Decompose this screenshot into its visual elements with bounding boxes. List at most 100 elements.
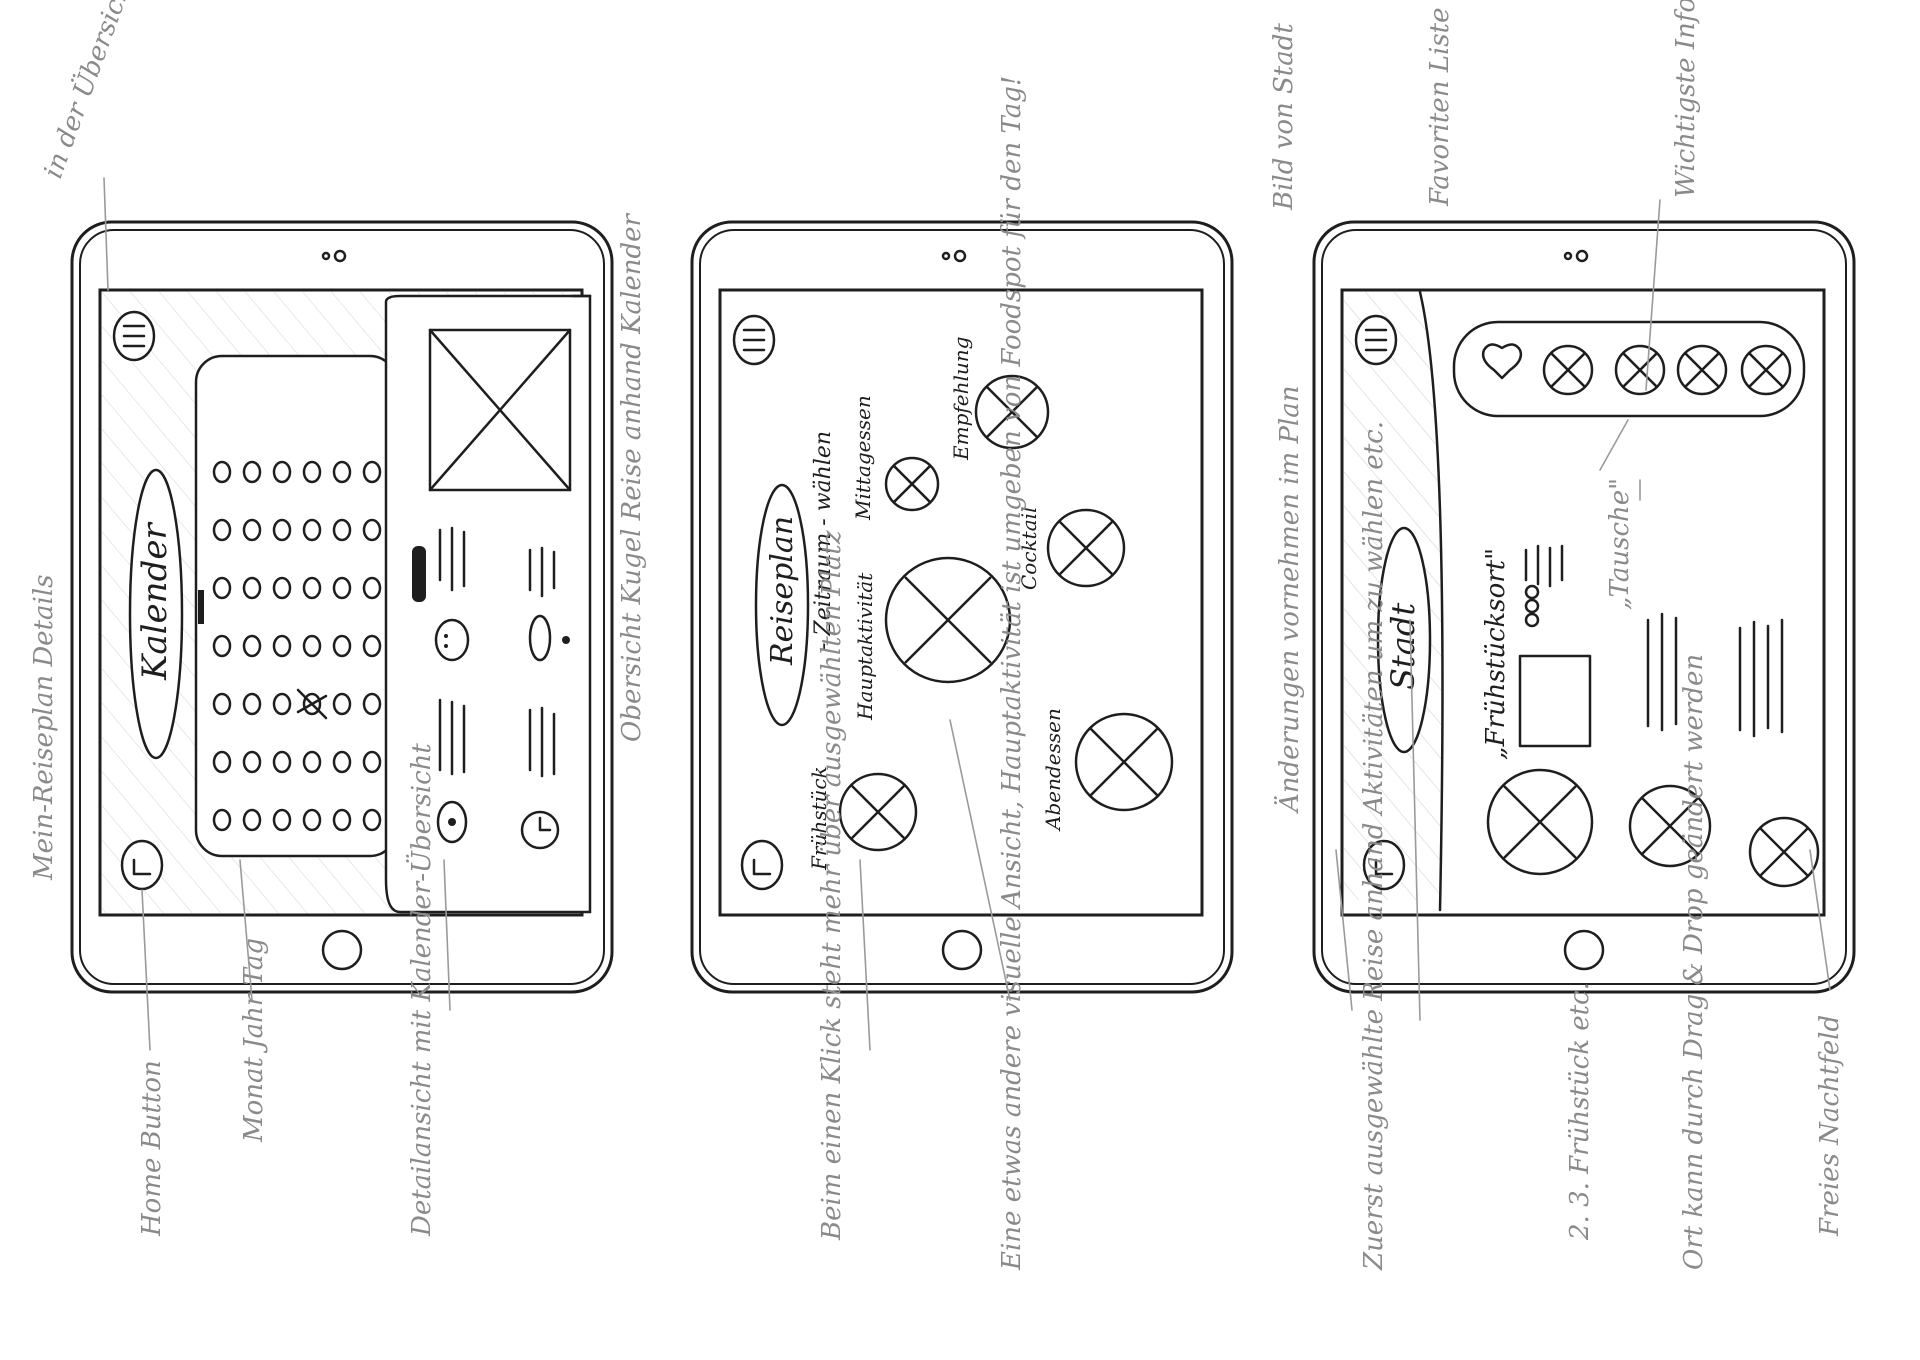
spot-3[interactable]: [884, 456, 940, 512]
calendar-day[interactable]: [362, 692, 382, 716]
calendar-day[interactable]: [212, 460, 232, 484]
favorites-bar: [1452, 320, 1806, 418]
spot-4[interactable]: [974, 374, 1050, 450]
calendar-day[interactable]: [242, 634, 262, 658]
hardware-home-button[interactable]: [1563, 929, 1605, 971]
favorite-item-1[interactable]: [1542, 344, 1594, 396]
annotation-first: Zuerst ausgewählte Reise anhand Aktivitä…: [1359, 421, 1389, 1271]
calendar-day[interactable]: [272, 460, 292, 484]
calendar-card: [194, 354, 398, 858]
calendar-day[interactable]: [242, 518, 262, 542]
camera-icon: [321, 251, 331, 261]
spot-6[interactable]: [1074, 712, 1174, 812]
annotation-date: Monat Jahr Tag: [239, 938, 269, 1143]
pin-icon: [436, 800, 468, 844]
home-button[interactable]: [1362, 839, 1406, 891]
description-lines: [1646, 612, 1784, 738]
tablet-reiseplan: Reiseplan - Zeitraum - wählen FrühstückH…: [690, 76, 1234, 1271]
calendar-day[interactable]: [362, 750, 382, 774]
menu-icon[interactable]: [732, 314, 776, 366]
tablet-calendar: Kalender: [37, 0, 647, 1237]
calendar-day[interactable]: [332, 808, 352, 832]
spot-label-2: Hauptaktivität: [853, 572, 877, 721]
favorite-item-2[interactable]: [1614, 344, 1666, 396]
calendar-day[interactable]: [332, 750, 352, 774]
calendar-day[interactable]: [272, 750, 292, 774]
calendar-day[interactable]: [332, 634, 352, 658]
spot-5[interactable]: [1046, 508, 1126, 588]
city-image-edge: [1418, 290, 1444, 912]
calendar-day[interactable]: [302, 460, 322, 484]
calendar-day[interactable]: [212, 518, 232, 542]
calendar-day[interactable]: [242, 750, 262, 774]
calendar-title: Kalender: [135, 522, 175, 681]
menu-icon[interactable]: [1354, 314, 1398, 366]
calendar-title-pill: Kalender: [128, 468, 184, 760]
clock-icon: [520, 810, 560, 850]
calendar-day[interactable]: [272, 808, 292, 832]
hardware-home-button[interactable]: [941, 929, 983, 971]
annotation-top: in der Übersicht keine Home Button-Leist…: [37, 0, 351, 182]
stadt-spot-1[interactable]: [1486, 768, 1594, 876]
calendar-day[interactable]: [242, 460, 262, 484]
spot-label-4: Empfehlung: [949, 337, 973, 461]
calendar-day[interactable]: [272, 692, 292, 716]
calendar-day[interactable]: [212, 634, 232, 658]
detail-text-lines: [438, 526, 556, 778]
calendar-day[interactable]: [362, 576, 382, 600]
favorite-item-3[interactable]: [1676, 344, 1728, 396]
rating-dots: [1524, 584, 1540, 628]
spot-1[interactable]: [838, 772, 918, 852]
calendar-day[interactable]: [242, 808, 262, 832]
calendar-day[interactable]: [242, 576, 262, 600]
home-button[interactable]: [120, 839, 164, 891]
menu-icon[interactable]: [112, 310, 156, 362]
spot-2[interactable]: [884, 556, 1012, 684]
image-placeholder: [428, 328, 572, 492]
calendar-day[interactable]: [302, 634, 322, 658]
stadt-spot-3[interactable]: [1748, 816, 1820, 888]
annotation-overview: Obersicht Kugel Reise anhand Kalender: [617, 213, 647, 742]
calendar-day[interactable]: [212, 692, 232, 716]
annotation-visual: Eine etwas andere visuelle Ansicht, Haup…: [997, 76, 1027, 1271]
heart-icon[interactable]: [1481, 343, 1523, 380]
calendar-day[interactable]: [302, 576, 322, 600]
calendar-day[interactable]: [296, 688, 328, 720]
stadt-title-pill: Stadt: [1376, 526, 1432, 754]
calendar-day[interactable]: [302, 808, 322, 832]
calendar-day[interactable]: [362, 460, 382, 484]
stadt-spot-2[interactable]: [1628, 784, 1712, 868]
calendar-day[interactable]: [302, 518, 322, 542]
calendar-day[interactable]: [332, 460, 352, 484]
home-button[interactable]: [740, 839, 784, 891]
calendar-day[interactable]: [332, 518, 352, 542]
calendar-day[interactable]: [332, 692, 352, 716]
calendar-day[interactable]: [362, 518, 382, 542]
annotation-free: Freies Nachtfeld: [1815, 1015, 1845, 1237]
reiseplan-title: Reiseplan: [765, 516, 800, 666]
calendar-day[interactable]: [362, 808, 382, 832]
weather-bar: [412, 546, 426, 602]
calendar-day[interactable]: [242, 692, 262, 716]
calendar-day-grid: [212, 460, 382, 832]
calendar-day[interactable]: [212, 808, 232, 832]
annotation-order: 2. 3. Frühstück etc.: [1565, 982, 1595, 1241]
calendar-day[interactable]: [272, 634, 292, 658]
favorite-item-4[interactable]: [1740, 344, 1792, 396]
hardware-home-button[interactable]: [321, 929, 363, 971]
annotation-info: Wichtigste Infos werden automatisch gene…: [1671, 0, 1701, 198]
calendar-day[interactable]: [332, 576, 352, 600]
calendar-day[interactable]: [212, 750, 232, 774]
tablet-stadt: Stadt „Frühstücksort" „Tausche": [1269, 0, 1856, 1271]
annotation-favorites: Favoriten Liste zum durchschauen: [1425, 0, 1455, 207]
calendar-day[interactable]: [362, 634, 382, 658]
calendar-day[interactable]: [272, 576, 292, 600]
swap-label[interactable]: „Tausche": [1605, 478, 1635, 610]
calendar-day[interactable]: [302, 750, 322, 774]
annotation-drag: Ort kann durch Drag & Drop geändert werd…: [1679, 654, 1709, 1270]
calendar-day[interactable]: [272, 518, 292, 542]
reiseplan-title-pill: Reiseplan: [754, 483, 810, 727]
calendar-day[interactable]: [212, 576, 232, 600]
